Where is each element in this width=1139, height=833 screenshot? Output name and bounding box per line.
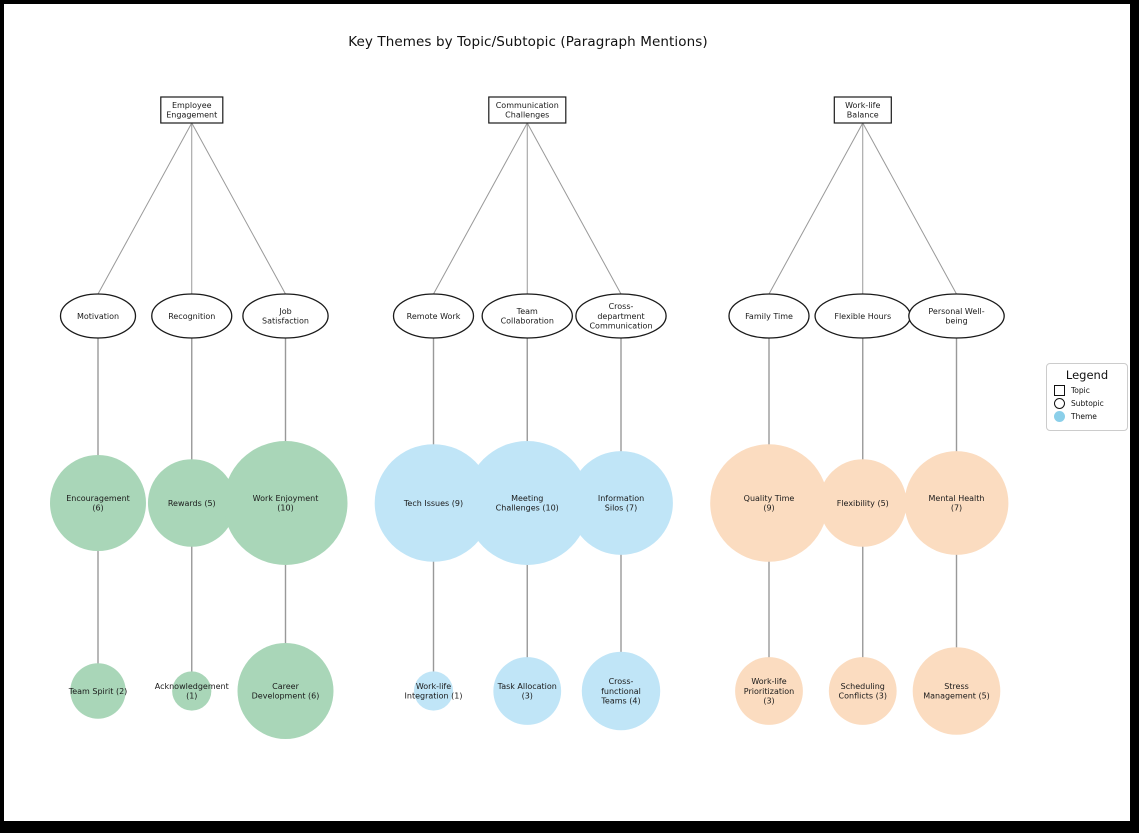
theme-bubble-label: Team Spirit (2) (68, 687, 128, 696)
theme-bubble (172, 671, 212, 711)
subtopic-ellipse (59, 293, 137, 339)
topic-subtopic-connector-line (97, 122, 193, 295)
subtopic-ellipse (728, 293, 810, 339)
theme-bubble-label: Quality Time(9) (744, 494, 795, 513)
subtopic-ellipse (151, 293, 233, 339)
theme-bubble (70, 663, 126, 719)
theme-bubble (912, 647, 1001, 735)
theme-bubble (465, 441, 590, 565)
theme-bubble-label: Encouragement(6) (66, 494, 130, 513)
topic-subtopic-connector-line (191, 122, 286, 295)
topic-box (833, 96, 892, 124)
legend-item-topic: Topic (1054, 385, 1120, 396)
legend: Legend Topic Subtopic Theme (1046, 363, 1128, 431)
hierarchy-diagram: Encouragement(6) Rewards (5) Work Enjoymen… (50, 96, 1009, 739)
theme-bubble-label: Rewards (5) (168, 499, 216, 508)
theme-bubble (581, 651, 661, 731)
topic-subtopic-connector-line (768, 122, 864, 295)
subtopic-label: Remote Work (407, 312, 461, 321)
topic-subtopic-connector-line (862, 122, 957, 295)
theme-bubble (50, 455, 146, 551)
subtopic-label: Flexible Hours (834, 312, 891, 321)
theme-bubble (828, 657, 897, 725)
theme-bubble-label: Tech Issues (9) (403, 499, 463, 508)
subtopic-label: Personal Well-being (928, 307, 984, 326)
theme-bubble (710, 444, 828, 562)
theme-bubble (374, 444, 493, 562)
topic-box (488, 96, 567, 124)
subtopic-ellipse (908, 293, 1005, 339)
theme-bubble (237, 643, 334, 739)
topic-box (160, 96, 224, 124)
chart-title: Key Themes by Topic/Subtopic (Paragraph … (348, 34, 708, 50)
theme-bubble-label: Work Enjoyment(10) (253, 494, 319, 513)
topic-subtopic-connector-line (433, 122, 528, 295)
figure-canvas: Key Themes by Topic/Subtopic (Paragraph … (4, 4, 1130, 821)
theme-bubble (493, 657, 562, 725)
subtopic-ellipse (242, 293, 329, 339)
topic-subtopic-connector-line (526, 122, 622, 295)
subtopic-ellipse (481, 293, 573, 339)
theme-bubble (223, 441, 348, 565)
legend-title: Legend (1065, 368, 1109, 382)
theme-bubble-label: Mental Health(7) (929, 494, 985, 513)
topic-marker-icon (1054, 385, 1065, 396)
theme-marker-icon (1054, 411, 1065, 422)
theme-bubble-label: Task Allocation(3) (497, 682, 557, 701)
legend-item-theme: Theme (1054, 411, 1120, 422)
subtopic-label: Motivation (77, 312, 119, 321)
subtopic-ellipse (575, 293, 667, 339)
theme-bubble (147, 459, 236, 547)
legend-item-label: Subtopic (1071, 399, 1104, 408)
legend-item-label: Theme (1071, 412, 1097, 421)
subtopic-label: Recognition (168, 312, 215, 321)
theme-bubble-label: Flexibility (5) (837, 499, 889, 508)
theme-bubble (413, 671, 454, 711)
theme-bubble (735, 657, 803, 725)
theme-bubble (569, 451, 673, 555)
subtopic-label: Family Time (745, 312, 793, 321)
theme-bubble-label: Acknowledgement(1) (155, 682, 229, 701)
theme-bubble (904, 451, 1009, 555)
legend-item-subtopic: Subtopic (1054, 398, 1120, 409)
theme-bubble (818, 459, 907, 547)
legend-item-label: Topic (1071, 386, 1090, 395)
subtopic-marker-icon (1054, 398, 1065, 409)
subtopic-ellipse (392, 293, 475, 339)
